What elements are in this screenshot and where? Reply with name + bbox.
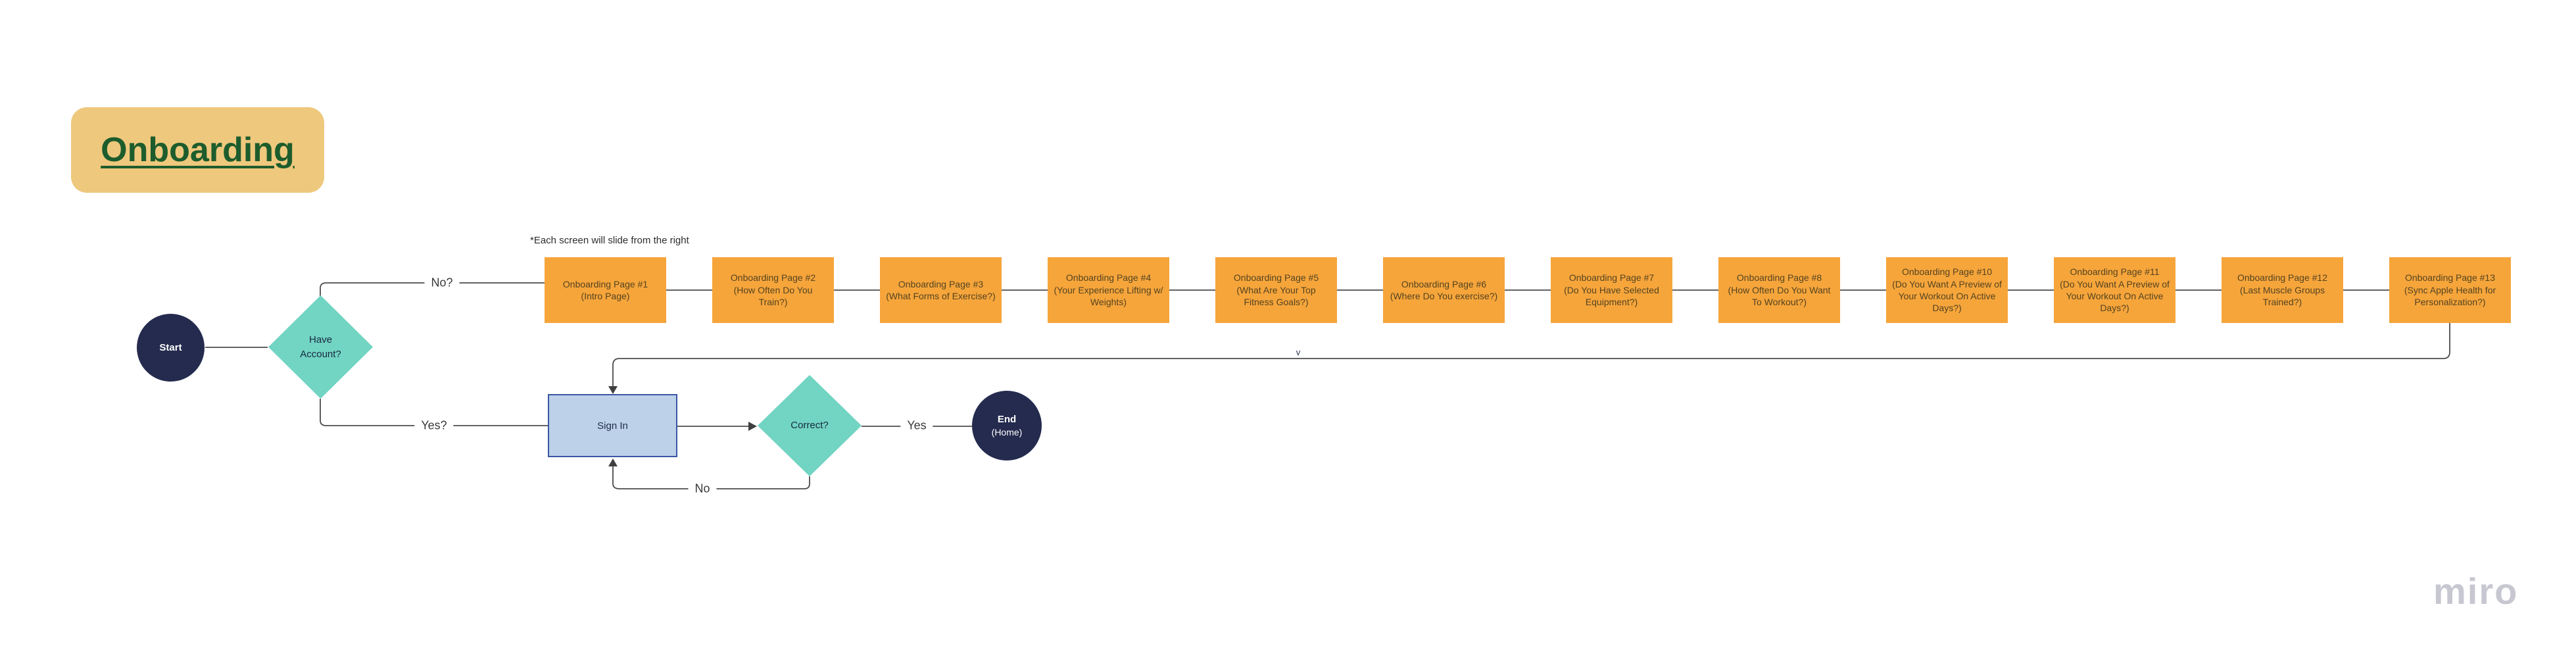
page-box-title: Onboarding Page #10 — [1902, 266, 1992, 278]
page-box-title: Onboarding Page #4 — [1065, 272, 1152, 284]
page-box-title: Onboarding Page #1 — [562, 278, 648, 289]
edge-label-yes[interactable]: Yes? — [414, 418, 454, 433]
page-box-title: Onboarding Page #5 — [1233, 272, 1319, 284]
end-node-label: End — [997, 414, 1017, 426]
page-box-10[interactable]: Onboarding Page #10 (Do You Want A Previ… — [1886, 257, 2008, 323]
title-card[interactable]: Onboarding — [71, 107, 324, 193]
correct-decision[interactable]: Correct? — [758, 375, 862, 476]
page-box-subtitle: (Do You Want A Preview of Your Workout O… — [2060, 278, 2170, 314]
sign-in-label: Sign In — [597, 420, 628, 432]
end-node-sublabel: (Home) — [991, 427, 1023, 438]
have-account-decision[interactable]: Have Account? — [268, 295, 373, 399]
page-box-subtitle: (Intro Page) — [581, 291, 630, 301]
slide-direction-note[interactable]: *Each screen will slide from the right — [530, 235, 689, 246]
page-box-title: Onboarding Page #12 — [2237, 272, 2327, 284]
page-box-2[interactable]: Onboarding Page #2 (How Often Do You Tra… — [712, 257, 834, 323]
page-box-subtitle: (How Often Do You Want To Workout?) — [1728, 284, 1831, 308]
page-box-title: Onboarding Page #2 — [730, 272, 816, 284]
miro-logo[interactable]: miro — [2433, 570, 2519, 612]
page-box-13[interactable]: Onboarding Page #13 (Sync Apple Health f… — [2389, 257, 2511, 323]
have-account-label: Have Account? — [300, 334, 341, 360]
page-box-subtitle: (Your Experience Lifting w/ Weights) — [1054, 284, 1163, 308]
page-box-3[interactable]: Onboarding Page #3 (What Forms of Exerci… — [880, 257, 1002, 323]
page-box-title: Onboarding Page #6 — [1401, 278, 1487, 289]
page-title: Onboarding — [101, 131, 295, 169]
start-node[interactable]: Start — [137, 314, 205, 382]
sign-in-node[interactable]: Sign In — [548, 394, 677, 457]
connector-page13-to-signin[interactable] — [612, 323, 2450, 386]
page-box-6[interactable]: Onboarding Page #6 (Where Do You exercis… — [1383, 257, 1505, 323]
page-box-subtitle: (How Often Do You Train?) — [733, 284, 813, 308]
diamond-shape — [268, 295, 373, 399]
page-box-12[interactable]: Onboarding Page #12 (Last Muscle Groups … — [2222, 257, 2343, 323]
v-mark-label[interactable]: v — [1296, 347, 1301, 357]
connector-no-branch[interactable] — [320, 282, 545, 296]
page-box-subtitle: (What Are Your Top Fitness Goals?) — [1236, 284, 1316, 308]
page-box-subtitle: (What Forms of Exercise?) — [886, 291, 996, 301]
page-box-5[interactable]: Onboarding Page #5 (What Are Your Top Fi… — [1215, 257, 1337, 323]
page-box-4[interactable]: Onboarding Page #4 (Your Experience Lift… — [1048, 257, 1169, 323]
page-box-11[interactable]: Onboarding Page #11 (Do You Want A Previ… — [2054, 257, 2175, 323]
page-box-1[interactable]: Onboarding Page #1 (Intro Page) — [545, 257, 666, 323]
page-box-subtitle: (Do You Want A Preview of Your Workout O… — [1892, 278, 2002, 314]
page-box-title: Onboarding Page #7 — [1568, 272, 1655, 284]
diamond-shape — [758, 375, 862, 476]
page-box-title: Onboarding Page #11 — [2070, 266, 2160, 278]
arrowhead-into-signin-bottom — [608, 459, 618, 466]
page-box-8[interactable]: Onboarding Page #8 (How Often Do You Wan… — [1718, 257, 1840, 323]
page-box-subtitle: (Do You Have Selected Equipment?) — [1564, 284, 1659, 308]
page-box-subtitle: (Where Do You exercise?) — [1390, 291, 1498, 301]
page-box-subtitle: (Last Muscle Groups Trained?) — [2239, 284, 2325, 308]
page-box-title: Onboarding Page #3 — [898, 278, 984, 289]
page-box-title: Onboarding Page #8 — [1736, 272, 1822, 284]
correct-label: Correct? — [790, 420, 829, 432]
edge-label-no[interactable]: No? — [424, 276, 460, 290]
arrowhead-into-correct — [748, 422, 757, 431]
page-box-7[interactable]: Onboarding Page #7 (Do You Have Selected… — [1551, 257, 1672, 323]
edge-label-correct-yes[interactable]: Yes — [900, 418, 933, 433]
edge-label-correct-no[interactable]: No — [688, 482, 717, 496]
page-box-title: Onboarding Page #13 — [2405, 272, 2495, 284]
start-node-label: Start — [159, 342, 182, 353]
arrowhead-into-signin-top — [608, 386, 618, 394]
end-node[interactable]: End (Home) — [972, 391, 1042, 460]
connector-yes-branch[interactable] — [320, 399, 548, 426]
page-box-subtitle: (Sync Apple Health for Personalization?) — [2404, 284, 2496, 308]
